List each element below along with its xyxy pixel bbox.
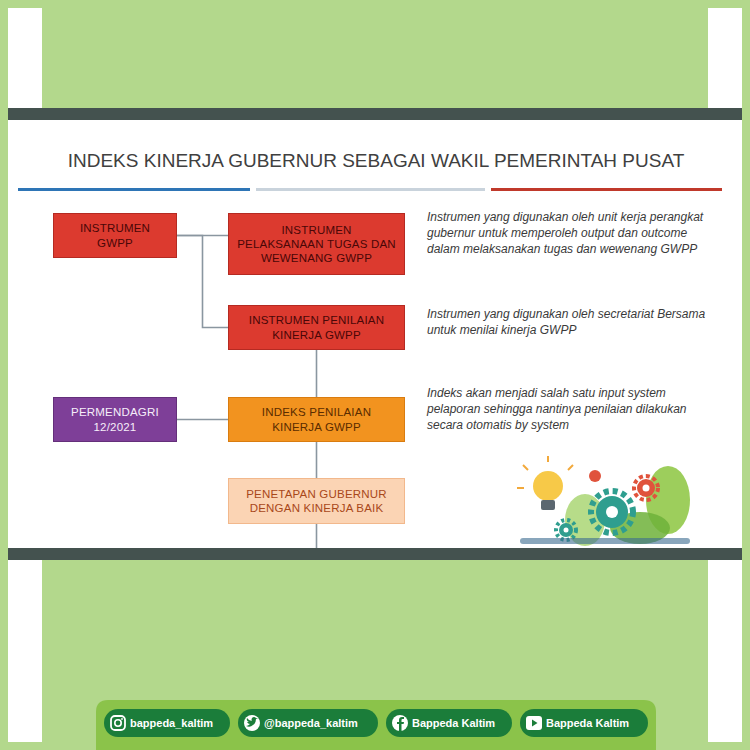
diagram-title: INDEKS KINERJA GUBERNUR SEBAGAI WAKIL PE… [68,150,685,172]
flow-connector [316,442,318,478]
social-pill [520,709,648,737]
description-note: Instrumen yang digunakan oleh unit kerja… [427,210,707,257]
box-label: INDEKS PENILAIAN KINERJA GWPP [237,405,396,433]
twitter-icon [244,715,260,731]
instagram-icon [111,716,125,730]
process-box: PERMENDAGRI 12/2021 [53,397,177,442]
box-label: INSTRUMEN PELAKSANAAN TUGAS DAN WEWENANG… [237,223,396,265]
facebook-icon [392,715,408,731]
box-label: INSTRUMEN GWPP [62,221,168,249]
process-box: PENETAPAN GUBERNUR DENGAN KINERJA BAIK [228,478,405,524]
social-handle: bappeda_kaltim [130,709,226,737]
box-label: PENETAPAN GUBERNUR DENGAN KINERJA BAIK [237,487,396,515]
dark-bar [8,108,742,120]
flow-connector [316,350,318,397]
process-box: INSTRUMEN PENILAIAN KINERJA GWPP [228,305,405,350]
process-box: INSTRUMEN PELAKSANAAN TUGAS DAN WEWENANG… [228,213,405,275]
social-handle: Bappeda Kaltim [546,709,644,737]
title-rule [491,188,722,191]
content-panel [8,120,742,548]
flow-connector [177,419,228,421]
flow-stub [316,524,318,548]
social-handle: Bappeda Kaltim [412,709,508,737]
title-rule [18,188,250,191]
social-handle: @bappeda_kaltim [264,709,374,737]
box-label: INSTRUMEN PENILAIAN KINERJA GWPP [237,313,396,341]
youtube-icon [526,716,542,730]
description-note: Indeks akan menjadi salah satu input sys… [427,386,707,433]
social-pill [238,709,378,737]
description-note: Instrumen yang digunakan oleh secretaria… [427,307,707,339]
box-label: PERMENDAGRI 12/2021 [62,405,168,433]
title-rule [256,188,485,191]
social-pill [104,709,230,737]
process-box: INDEKS PENILAIAN KINERJA GWPP [228,397,405,442]
dark-bar [8,548,742,560]
process-box: INSTRUMEN GWPP [53,213,177,258]
idea-illustration [517,456,690,546]
flow-connector [177,236,228,328]
social-pill [386,709,512,737]
social-footer [96,700,656,750]
